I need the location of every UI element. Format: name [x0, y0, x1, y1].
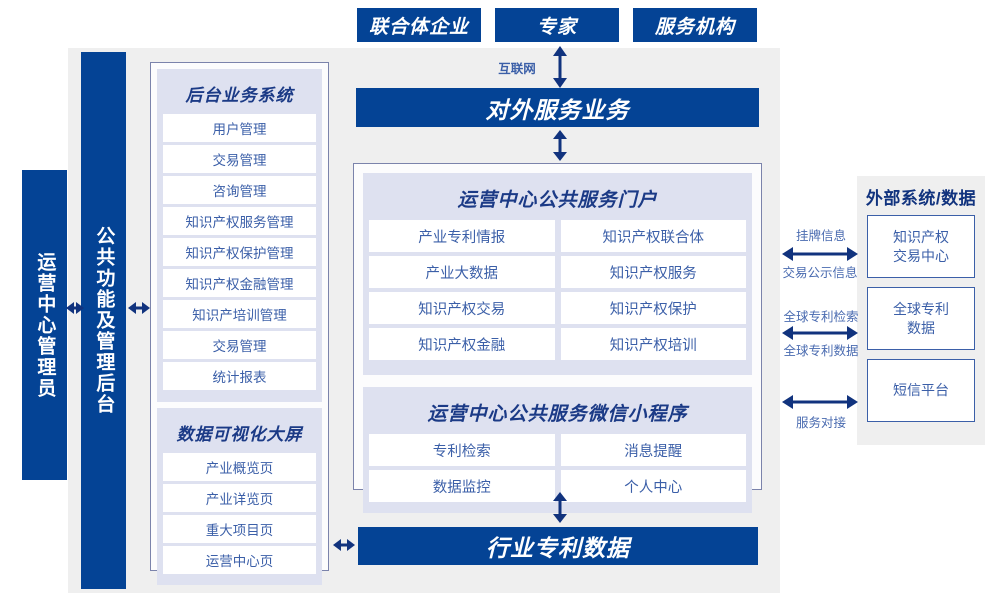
external-connection-1-arrow: [782, 245, 858, 263]
external-connection-2-label-above: 全球专利检索: [783, 310, 859, 324]
portal-to-industry-data-arrow: [551, 492, 569, 523]
list-item[interactable]: 知识产权金融管理: [163, 269, 316, 297]
list-item[interactable]: 重大项目页: [163, 515, 316, 543]
vertical-double-arrow-icon: [553, 492, 567, 523]
external-system-label-line1: 全球专利: [893, 300, 949, 317]
portal-item[interactable]: 知识产权培训: [560, 328, 746, 360]
public-service-container: 运营中心公共服务门户 产业专利情报 知识产权联合体 产业大数据 知识产权服务 知…: [353, 163, 762, 513]
list-item[interactable]: 交易管理: [163, 145, 316, 173]
actor-box-consortium-enterprise[interactable]: 联合体企业: [357, 8, 481, 42]
list-item[interactable]: 交易管理: [163, 331, 316, 359]
external-system-sms-platform[interactable]: 短信平台: [867, 359, 975, 422]
horizontal-double-arrow-icon: [66, 302, 84, 314]
external-system-ip-trading-center[interactable]: 知识产权 交易中心: [867, 215, 975, 278]
industry-patent-data-bar[interactable]: 行业专利数据: [358, 527, 758, 565]
list-item[interactable]: 产业详览页: [163, 484, 316, 512]
vertical-double-arrow-icon: [553, 130, 567, 161]
external-system-global-patent-data[interactable]: 全球专利 数据: [867, 287, 975, 350]
actor-label: 联合体企业: [368, 16, 469, 38]
wechat-miniprogram-panel: 运营中心公共服务微信小程序 专利检索 消息提醒 数据监控 个人中心: [363, 387, 752, 513]
backend-business-system-panel: 后台业务系统 用户管理 交易管理 咨询管理 知识产权服务管理 知识产权保护管理 …: [157, 69, 322, 402]
backend-business-system-list: 用户管理 交易管理 咨询管理 知识产权服务管理 知识产权保护管理 知识产权金融管…: [163, 114, 316, 390]
internet-connector-arrow: [551, 46, 569, 88]
external-system-label-line2: 交易中心: [893, 247, 949, 264]
portal-item[interactable]: 产业大数据: [369, 256, 555, 288]
list-item[interactable]: 知识产培训管理: [163, 300, 316, 328]
external-service-business-bar[interactable]: 对外服务业务: [356, 88, 759, 127]
external-connection-1-label-below: 交易公示信息: [782, 266, 858, 280]
miniprogram-item[interactable]: 个人中心: [560, 470, 746, 502]
external-system-label-line1: 知识产权: [893, 228, 949, 245]
backend-business-system-title: 后台业务系统: [185, 86, 294, 105]
portal-item[interactable]: 知识产权服务: [560, 256, 746, 288]
portal-item[interactable]: 知识产权联合体: [560, 220, 746, 252]
backend-to-modules-arrow: [128, 298, 150, 318]
actor-box-expert[interactable]: 专家: [495, 8, 619, 42]
admin-to-backend-arrow: [66, 298, 84, 318]
horizontal-double-arrow-icon: [782, 247, 858, 261]
external-service-business-label: 对外服务业务: [485, 96, 630, 123]
service-to-portal-arrow: [551, 130, 569, 161]
external-system-label-line2: 数据: [907, 319, 935, 336]
external-systems-panel: 外部系统/数据 知识产权 交易中心 全球专利 数据 短信平台: [857, 176, 985, 445]
list-item[interactable]: 产业概览页: [163, 453, 316, 481]
horizontal-double-arrow-icon: [782, 395, 858, 409]
actor-label: 服务机构: [654, 16, 735, 38]
operations-center-admin-bar[interactable]: 运营中心管理员: [22, 170, 67, 480]
external-connection-1-label-above: 挂牌信息: [795, 229, 846, 243]
external-connection-3-label-below: 服务对接: [795, 416, 846, 430]
horizontal-double-arrow-icon: [128, 302, 150, 314]
portal-item[interactable]: 产业专利情报: [369, 220, 555, 252]
list-item[interactable]: 知识产权服务管理: [163, 207, 316, 235]
miniprogram-item[interactable]: 数据监控: [369, 470, 555, 502]
portal-item[interactable]: 知识产权保护: [560, 292, 746, 324]
list-item[interactable]: 用户管理: [163, 114, 316, 142]
vertical-double-arrow-icon: [553, 46, 567, 88]
wechat-miniprogram-grid: 专利检索 消息提醒 数据监控 个人中心: [369, 434, 746, 502]
miniprogram-item[interactable]: 消息提醒: [560, 434, 746, 466]
data-visualization-title: 数据可视化大屏: [176, 425, 303, 444]
common-function-admin-backend-label: 公共功能及管理后台: [93, 226, 115, 415]
public-service-portal-grid: 产业专利情报 知识产权联合体 产业大数据 知识产权服务 知识产权交易 知识产权保…: [369, 220, 746, 360]
actor-box-service-agency[interactable]: 服务机构: [633, 8, 757, 42]
modules-to-industry-data-arrow: [333, 535, 355, 555]
backend-modules-container: 后台业务系统 用户管理 交易管理 咨询管理 知识产权服务管理 知识产权保护管理 …: [150, 62, 329, 585]
list-item[interactable]: 运营中心页: [163, 546, 316, 574]
external-connection-2-label-below: 全球专利数据: [783, 344, 859, 358]
external-systems-title: 外部系统/数据: [865, 189, 977, 208]
internet-label: 互联网: [498, 62, 536, 76]
list-item[interactable]: 知识产权保护管理: [163, 238, 316, 266]
data-visualization-panel: 数据可视化大屏 产业概览页 产业详览页 重大项目页 运营中心页: [157, 408, 322, 585]
horizontal-double-arrow-icon: [782, 326, 858, 340]
operations-center-admin-label: 运营中心管理员: [34, 251, 56, 399]
external-connection-3-arrow: [782, 393, 858, 411]
list-item[interactable]: 统计报表: [163, 362, 316, 390]
horizontal-double-arrow-icon: [333, 539, 355, 551]
portal-item[interactable]: 知识产权交易: [369, 292, 555, 324]
common-function-admin-backend-bar[interactable]: 公共功能及管理后台: [81, 52, 126, 589]
miniprogram-item[interactable]: 专利检索: [369, 434, 555, 466]
wechat-miniprogram-title: 运营中心公共服务微信小程序: [427, 404, 688, 425]
actor-label: 专家: [536, 16, 577, 38]
data-visualization-list: 产业概览页 产业详览页 重大项目页 运营中心页: [163, 453, 316, 574]
public-service-portal-title: 运营中心公共服务门户: [457, 190, 658, 211]
public-service-portal-panel: 运营中心公共服务门户 产业专利情报 知识产权联合体 产业大数据 知识产权服务 知…: [363, 173, 752, 375]
external-system-label-line1: 短信平台: [893, 382, 949, 399]
list-item[interactable]: 咨询管理: [163, 176, 316, 204]
industry-patent-data-label: 行业专利数据: [486, 535, 630, 561]
external-connection-2-arrow: [782, 324, 858, 342]
portal-item[interactable]: 知识产权金融: [369, 328, 555, 360]
